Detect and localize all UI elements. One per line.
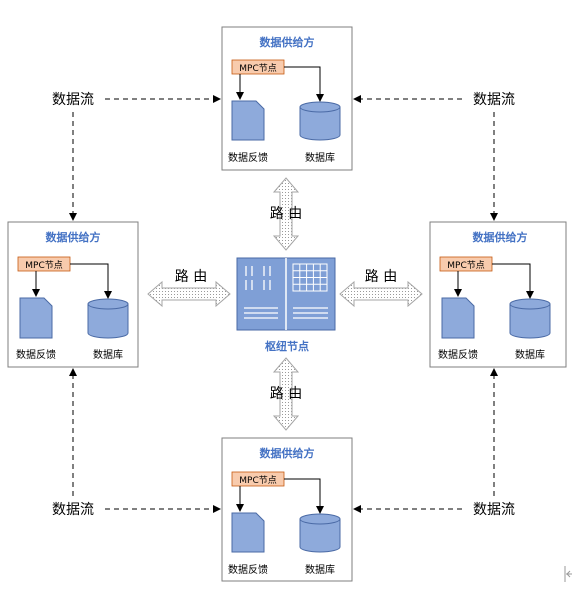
feedback-label: 数据反馈 — [438, 348, 478, 361]
hub-node — [236, 257, 336, 331]
database-icon — [299, 101, 341, 141]
route-label-top: 路 由 — [270, 206, 302, 222]
feedback-document-icon — [231, 512, 265, 553]
provider-left: 数据供给方 MPC节点 数据反馈 数据库 — [7, 221, 139, 368]
database-label: 数据库 — [93, 348, 123, 361]
route-label-left: 路 由 — [175, 269, 207, 285]
corner-mark-icon — [564, 566, 572, 582]
feedback-label: 数据反馈 — [16, 348, 56, 361]
route-arrow-left — [147, 280, 231, 308]
database-label: 数据库 — [515, 348, 545, 361]
database-icon — [87, 298, 129, 339]
provider-title: 数据供给方 — [473, 230, 528, 244]
database-label: 数据库 — [305, 563, 335, 576]
feedback-document-icon — [19, 297, 53, 339]
database-label: 数据库 — [305, 151, 335, 164]
data-flow-label-top-right: 数据流 — [473, 92, 515, 108]
hub-label: 枢纽节点 — [265, 339, 309, 353]
database-icon — [509, 298, 551, 339]
mpc-node-label: MPC节点 — [447, 260, 484, 271]
mpc-node-label: MPC节点 — [25, 260, 62, 271]
data-flow-label-bottom-left: 数据流 — [52, 502, 94, 518]
database-icon — [299, 513, 341, 553]
mpc-node-label: MPC节点 — [239, 63, 276, 74]
provider-bottom: 数据供给方 MPC节点 数据反馈 数据库 — [221, 437, 353, 582]
route-label-right: 路 由 — [365, 269, 397, 285]
mpc-node-label: MPC节点 — [239, 475, 276, 486]
feedback-label: 数据反馈 — [228, 151, 268, 164]
feedback-document-icon — [231, 100, 265, 141]
provider-right: 数据供给方 MPC节点 数据反馈 数据库 — [429, 221, 567, 368]
route-label-bottom: 路 由 — [270, 386, 302, 402]
data-flow-label-bottom-right: 数据流 — [473, 502, 515, 518]
provider-title: 数据供给方 — [46, 230, 101, 244]
provider-title: 数据供给方 — [260, 446, 315, 460]
route-arrow-right — [339, 280, 423, 308]
provider-title: 数据供给方 — [260, 35, 315, 49]
data-flow-label-top-left: 数据流 — [52, 92, 94, 108]
route-arrow-top — [272, 177, 300, 251]
feedback-label: 数据反馈 — [228, 563, 268, 576]
provider-top: 数据供给方 MPC节点 数据反馈 数据库 — [221, 26, 353, 171]
route-arrow-bottom — [272, 357, 300, 431]
feedback-document-icon — [441, 297, 475, 339]
